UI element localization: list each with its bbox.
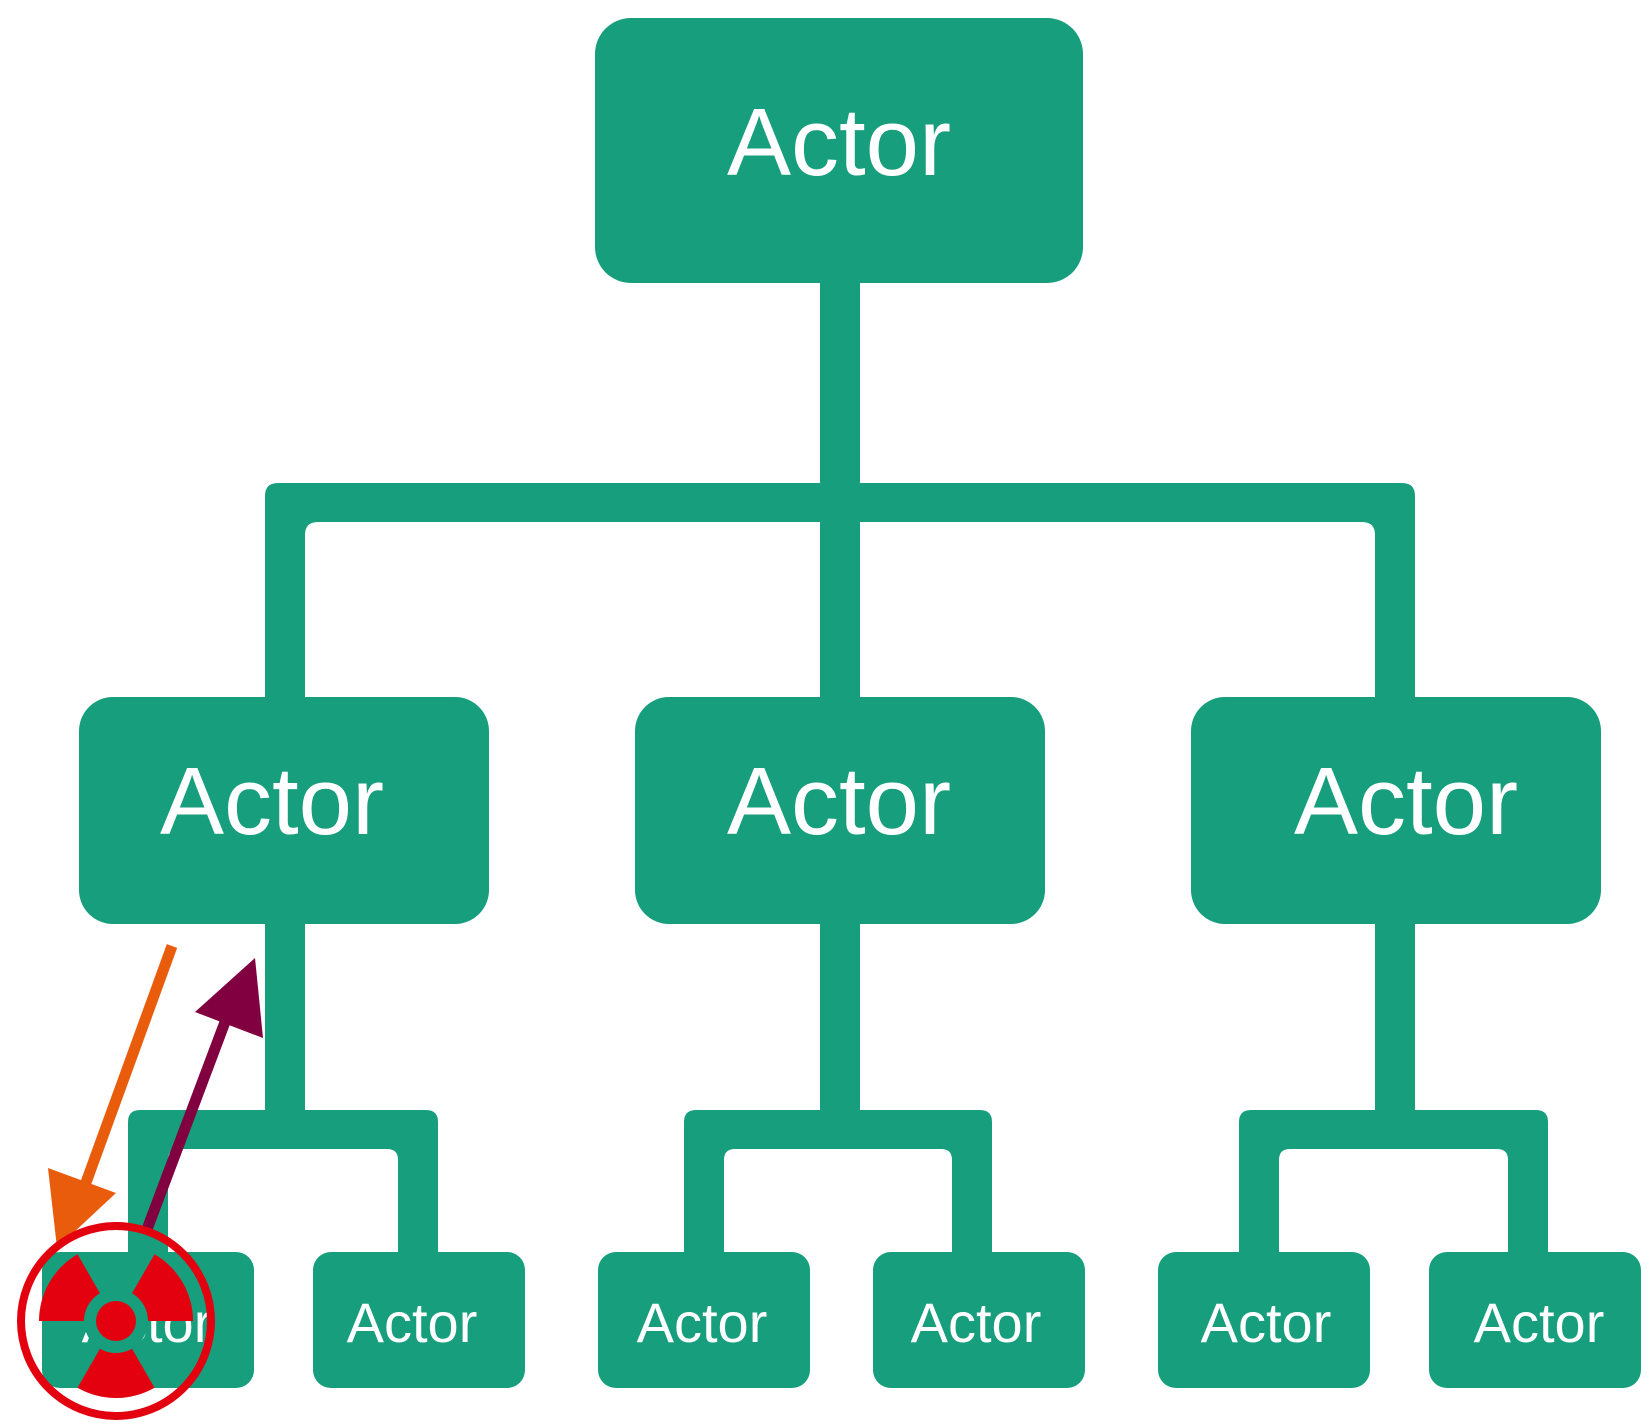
actor-label-level2-3: Actor — [911, 1291, 1042, 1354]
actor-label-level1-2: Actor — [1294, 748, 1518, 855]
actor-node-level2-2[interactable]: Actor — [598, 1252, 810, 1388]
actor-nodes: Actor Actor Actor Actor Actor Actor Acto… — [42, 18, 1641, 1388]
connector-level1-trunk-2 — [1375, 920, 1415, 1115]
actor-label-level2-5: Actor — [1474, 1291, 1605, 1354]
connector-level1-bus-0 — [128, 1110, 438, 1255]
actor-label-root: Actor — [727, 89, 951, 196]
actor-node-level1-0[interactable]: Actor — [79, 697, 489, 924]
actor-label-level1-1: Actor — [727, 748, 951, 855]
connector-level1-bus-1 — [684, 1110, 992, 1255]
actor-node-level1-2[interactable]: Actor — [1191, 697, 1601, 924]
actor-label-level2-2: Actor — [637, 1291, 768, 1354]
actor-node-level2-5[interactable]: Actor — [1429, 1252, 1641, 1388]
connector-level1-trunk-0 — [265, 920, 305, 1115]
actor-label-level1-0: Actor — [160, 748, 384, 855]
connector-root-trunk — [820, 283, 860, 506]
radiation-icon — [17, 1222, 215, 1420]
restart-arrow-head — [195, 958, 263, 1038]
connectors — [128, 283, 1548, 1255]
connector-level1-trunk-1 — [820, 920, 860, 1115]
actor-node-level2-4[interactable]: Actor — [1158, 1252, 1370, 1388]
failure-arrow — [48, 944, 178, 1248]
connector-top-bus — [265, 483, 1415, 700]
failure-arrow-head — [48, 1168, 116, 1248]
arrows — [48, 944, 263, 1248]
actor-node-level2-3[interactable]: Actor — [873, 1252, 1085, 1388]
actor-node-level1-1[interactable]: Actor — [635, 697, 1045, 924]
connector-level1-bus-2 — [1239, 1110, 1548, 1255]
actor-label-level2-1: Actor — [347, 1291, 478, 1354]
connector-mid-drop — [820, 480, 860, 700]
actor-node-root[interactable]: Actor — [595, 18, 1083, 283]
actor-node-level2-1[interactable]: Actor — [313, 1252, 525, 1388]
restart-arrow — [140, 958, 263, 1234]
actor-label-level2-4: Actor — [1201, 1291, 1332, 1354]
